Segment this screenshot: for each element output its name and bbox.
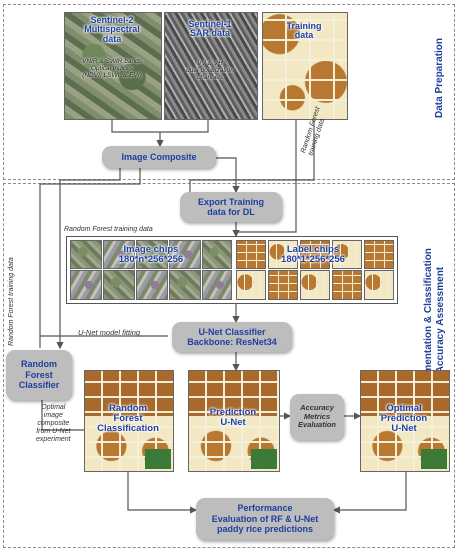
- sentinel2-image: [64, 12, 162, 120]
- optimal-prediction-label: Optimal Prediction U-Net: [380, 403, 428, 434]
- label-chip: [268, 270, 298, 300]
- sentinel1-title: Sentinel-1 SAR data: [188, 19, 232, 39]
- prediction-unet-label: Prediction U-Net: [209, 407, 257, 428]
- label-chips-label: Label chips 180*1*256*256: [281, 244, 345, 265]
- performance-box: Performance Evaluation of RF & U-Net pad…: [196, 498, 334, 540]
- rf-classification-map: [84, 370, 174, 472]
- rf-classification-label: Random Forest Classification: [97, 403, 159, 434]
- vegetation-patch: [251, 449, 277, 469]
- sentinel1-subtitle: VV & VH dual-polarization channels: [186, 60, 234, 82]
- image-composite-box: Image Composite: [102, 146, 216, 168]
- segmentation-panel: [3, 183, 455, 548]
- training-data-title: Training data: [286, 21, 322, 41]
- accuracy-metrics-box: Accuracy Metrics Evaluation: [290, 394, 344, 440]
- unet-classifier-box: U-Net Classifier Backbone: ResNet34: [172, 322, 292, 352]
- unet-fitting-note: U-Net model fitting: [78, 328, 141, 337]
- prediction-unet-map: [188, 370, 280, 472]
- label-chip: [332, 240, 362, 269]
- image-chip: [70, 270, 102, 300]
- label-chip: [364, 270, 394, 300]
- label-chip: [332, 270, 362, 300]
- image-chip: [169, 270, 201, 300]
- image-chip: [103, 270, 135, 300]
- sentinel2-subtitle: VNIR & SWIR bands Optical indices (NDVI,…: [82, 58, 142, 80]
- image-chip: [169, 240, 201, 269]
- sentinel2-title: Sentinel-2 Multispectral data: [84, 15, 140, 44]
- sentinel1-image: [164, 12, 258, 120]
- vegetation-patch: [421, 449, 447, 469]
- image-chip: [70, 240, 102, 269]
- label-chip: [268, 240, 298, 269]
- label-chip: [236, 240, 266, 269]
- label-chip: [364, 240, 394, 269]
- image-chip: [136, 240, 168, 269]
- image-chip: [136, 270, 168, 300]
- image-chip: [202, 270, 232, 300]
- optimal-prediction-map: [360, 370, 450, 472]
- rf-training-note-left: Random Forest training data: [8, 257, 15, 346]
- rf-training-note-mid: Random Forest training data: [64, 226, 153, 233]
- optimal-composite-note: Optimal image composite from U-Net exper…: [36, 404, 71, 444]
- label-chips-grid: [236, 240, 394, 300]
- export-training-box: Export Training data for DL: [180, 192, 282, 222]
- training-data-map: [262, 12, 348, 120]
- image-chip: [202, 240, 232, 269]
- image-chip: [103, 240, 135, 269]
- image-chips-label: Image chips 180*n*256*256: [118, 244, 184, 265]
- image-chips-grid: [70, 240, 232, 300]
- label-chip: [300, 240, 330, 269]
- rf-classifier-box: Random Forest Classifier: [6, 350, 72, 400]
- label-chip: [300, 270, 330, 300]
- label-chip: [236, 270, 266, 300]
- vegetation-patch: [145, 449, 171, 469]
